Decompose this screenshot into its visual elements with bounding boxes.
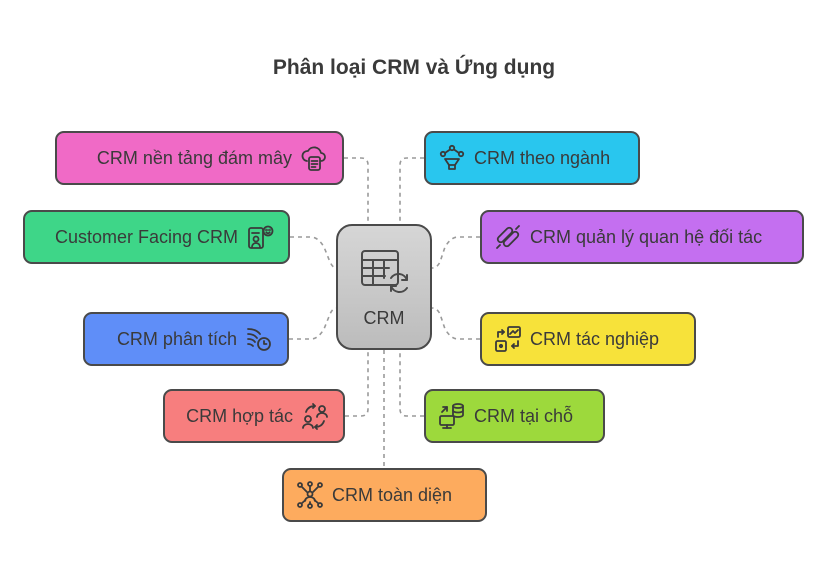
on-premise-database-icon <box>438 402 466 430</box>
connector-collab <box>345 350 369 417</box>
partnership-links-icon <box>494 223 522 251</box>
connector-customer <box>290 236 337 269</box>
node-label: CRM tác nghiệp <box>530 328 660 349</box>
node-partner-crm[interactable]: CRM quản lý quan hệ đối tác <box>480 210 804 264</box>
connector-partner <box>431 236 480 269</box>
node-label: CRM theo ngành <box>474 147 611 168</box>
table-sync-icon <box>359 248 411 303</box>
connector-operations <box>431 307 480 340</box>
node-label: CRM hợp tác <box>186 405 293 426</box>
cloud-server-icon <box>300 144 328 172</box>
node-label: Customer Facing CRM <box>54 226 238 247</box>
node-industry-crm[interactable]: CRM theo ngành <box>424 131 640 185</box>
customer-feedback-icon <box>246 223 274 251</box>
operations-flow-icon <box>494 325 522 353</box>
node-label: CRM toàn diện <box>332 484 453 505</box>
diagram-title: Phân loại CRM và Ứng dụng <box>272 56 556 79</box>
connector-cloud <box>344 157 369 224</box>
connector-analytics <box>289 307 337 340</box>
node-label: CRM tại chỗ <box>474 405 574 426</box>
center-node[interactable]: CRM <box>336 224 432 350</box>
network-hub-icon <box>296 481 324 509</box>
node-analytics-crm[interactable]: CRM phân tích <box>83 312 289 366</box>
connector-industry <box>399 157 424 224</box>
node-customer-facing-crm[interactable]: Customer Facing CRM <box>23 210 290 264</box>
node-operational-crm[interactable]: CRM tác nghiệp <box>480 312 696 366</box>
analytics-speed-icon <box>245 325 273 353</box>
node-on-premise-crm[interactable]: CRM tại chỗ <box>424 389 605 443</box>
node-comprehensive-crm[interactable]: CRM toàn diện <box>282 468 487 522</box>
node-collaborative-crm[interactable]: CRM hợp tác <box>163 389 345 443</box>
node-label: CRM phân tích <box>116 328 237 349</box>
node-label: CRM nền tảng đám mây <box>96 147 292 168</box>
node-label: CRM quản lý quan hệ đối tác <box>530 226 763 247</box>
collaboration-users-icon <box>301 402 329 430</box>
center-label: CRM <box>363 308 405 328</box>
industry-funnel-icon <box>438 144 466 172</box>
node-cloud-crm[interactable]: CRM nền tảng đám mây <box>55 131 344 185</box>
connector-onpremise <box>399 350 424 417</box>
